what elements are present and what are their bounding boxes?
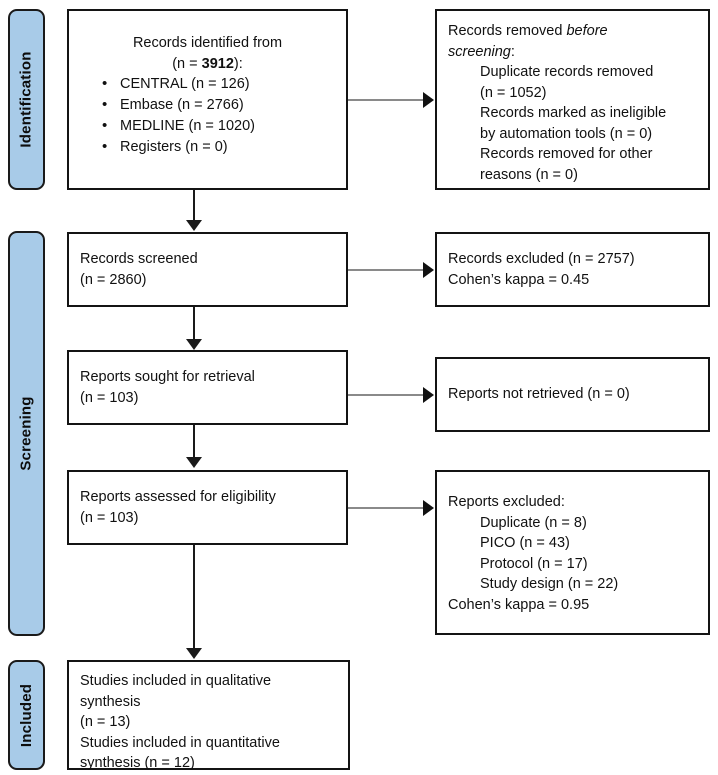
box-records-removed-before-screening: Records removed before screening: Duplic… (435, 9, 710, 190)
list-item: (n = 1052) (480, 84, 547, 101)
box-reports-assessed-for-eligibility: Reports assessed for eligibility (n = 10… (67, 470, 348, 545)
connector-assessed-to-included (193, 545, 195, 650)
records-identified-total-value: 3912 (201, 55, 234, 72)
list-item: reasons (n = 0) (480, 167, 578, 184)
connector-screened-to-sought (193, 307, 195, 340)
box-records-identified: Records identified from (n = 3912): CENT… (67, 9, 348, 190)
records-excluded-line2: Cohen’s kappa = 0.45 (448, 271, 590, 288)
reports-not-retrieved-line1: Reports not retrieved (n = 0) (448, 386, 630, 403)
studies-included-line2: synthesis (80, 693, 141, 710)
records-removed-heading-line1: Records removed before (448, 21, 697, 42)
reports-excluded-footer: Cohen’s kappa = 0.95 (448, 596, 590, 613)
stage-label-included: Included (8, 660, 45, 770)
connector-assessed-to-excluded-arrow (423, 500, 434, 516)
list-item: Duplicate (n = 8) (480, 514, 587, 531)
box-reports-sought-for-retrieval: Reports sought for retrieval (n = 103) (67, 350, 348, 425)
studies-included-line3: (n = 13) (80, 714, 131, 731)
stage-label-screening: Screening (8, 231, 45, 636)
connector-identified-to-removed-arrow (423, 92, 434, 108)
connector-assessed-to-included-arrow (186, 648, 202, 659)
list-item: Records removed for other (480, 146, 653, 163)
studies-included-line1: Studies included in qualitative (80, 673, 272, 689)
studies-included-line5: synthesis (n = 12) (80, 755, 195, 772)
list-item: Protocol (n = 17) (480, 555, 588, 572)
connector-assessed-to-excluded (348, 507, 424, 509)
box-records-screened: Records screened (n = 2860) (67, 232, 348, 307)
connector-sought-to-not-retrieved (348, 394, 424, 396)
records-identified-heading-line1: Records identified from (132, 35, 283, 51)
list-item: Study design (n = 22) (480, 576, 619, 593)
reports-excluded-heading: Reports excluded: (448, 494, 565, 510)
list-item: MEDLINE (n = 1020) (80, 115, 335, 137)
box-reports-excluded: Reports excluded: Duplicate (n = 8) PICO… (435, 470, 710, 635)
records-removed-heading-italic2: screening (448, 43, 511, 60)
reports-assessed-line1: Reports assessed for eligibility (80, 488, 276, 505)
reports-assessed-line2: (n = 103) (80, 509, 139, 526)
list-item: CENTRAL (n = 126) (80, 73, 335, 95)
connector-sought-to-assessed (193, 425, 195, 458)
connector-identified-to-removed (348, 99, 424, 101)
connector-identified-to-screened (193, 190, 195, 221)
records-screened-line1: Records screened (80, 250, 198, 267)
stage-label-screening-text: Screening (18, 396, 36, 471)
studies-included-line4: Studies included in quantitative (80, 734, 280, 751)
connector-screened-to-sought-arrow (186, 339, 202, 350)
records-identified-source-list: CENTRAL (n = 126) Embase (n = 2766) MEDL… (80, 73, 335, 158)
stage-label-included-text: Included (18, 683, 35, 747)
connector-identified-to-screened-arrow (186, 220, 202, 231)
records-removed-heading-line2: screening: (448, 42, 697, 63)
list-item: Registers (n = 0) (80, 136, 335, 158)
connector-screened-to-excluded-arrow (423, 262, 434, 278)
records-removed-heading-colon: : (510, 43, 515, 60)
list-item: Records marked as ineligible (480, 105, 667, 122)
records-identified-total-suffix: ): (233, 55, 243, 72)
records-removed-heading-text: Records removed (448, 23, 567, 39)
box-reports-not-retrieved: Reports not retrieved (n = 0) (435, 357, 710, 432)
records-identified-total-prefix: (n = (172, 55, 202, 72)
list-item: by automation tools (n = 0) (480, 125, 653, 142)
stage-label-identification-text: Identification (18, 51, 36, 148)
stage-label-identification: Identification (8, 9, 45, 190)
records-removed-heading-italic: before (566, 23, 608, 39)
connector-screened-to-excluded (348, 269, 424, 271)
records-identified-total: (n = 3912): (80, 54, 335, 75)
connector-sought-to-not-retrieved-arrow (423, 387, 434, 403)
reports-sought-line2: (n = 103) (80, 389, 139, 406)
reports-sought-line1: Reports sought for retrieval (80, 368, 255, 385)
list-item: PICO (n = 43) (480, 535, 570, 552)
records-excluded-line1: Records excluded (n = 2757) (448, 250, 635, 267)
connector-sought-to-assessed-arrow (186, 457, 202, 468)
list-item: Duplicate records removed (480, 64, 654, 81)
records-screened-line2: (n = 2860) (80, 271, 147, 288)
box-studies-included: Studies included in qualitative synthesi… (67, 660, 350, 771)
box-records-excluded: Records excluded (n = 2757) Cohen’s kapp… (435, 232, 710, 307)
list-item: Embase (n = 2766) (80, 94, 335, 116)
